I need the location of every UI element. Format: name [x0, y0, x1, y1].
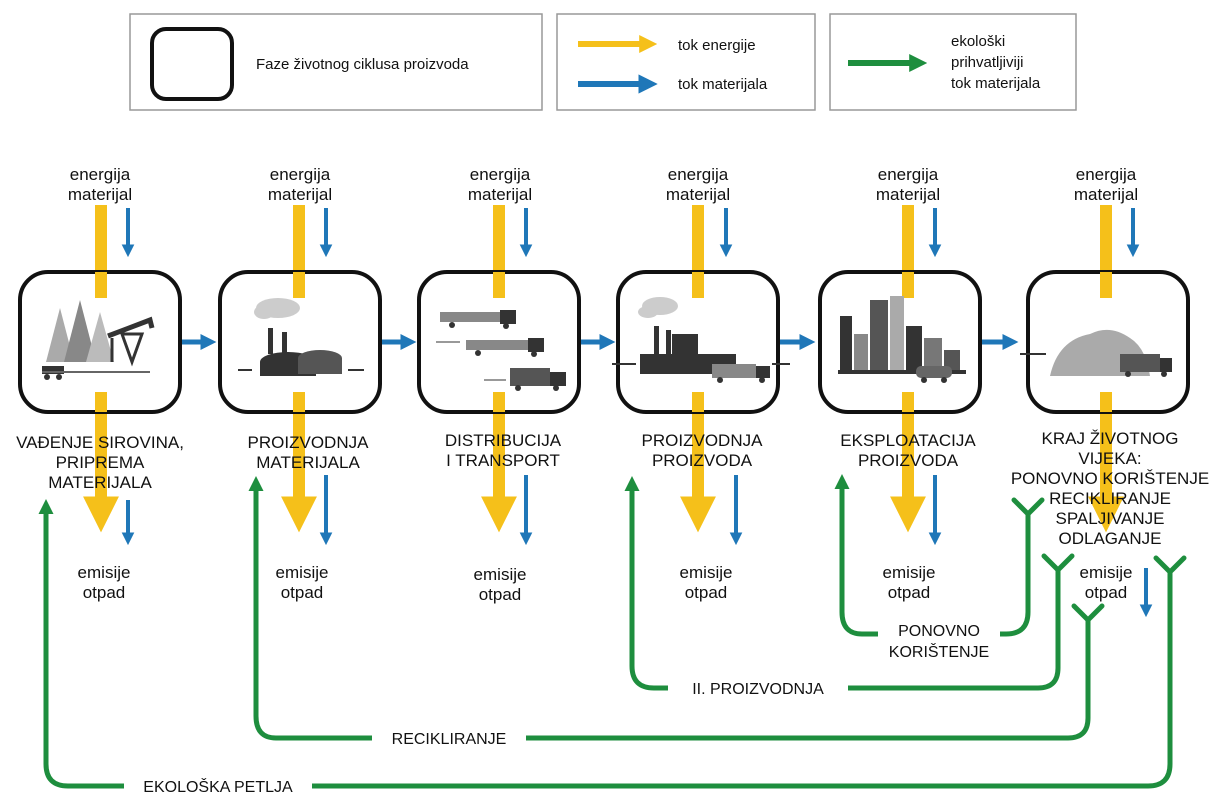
- legend-flow-box: [556, 13, 816, 111]
- second-production-loop-right: [848, 568, 1061, 691]
- eco-loop-label: EKOLOŠKA PETLJA: [143, 777, 293, 793]
- eco-loops: [38, 474, 1173, 789]
- reuse-loop-label-1: PONOVNO: [898, 623, 980, 640]
- energy-input-label-4: energija: [668, 165, 729, 184]
- waste-label-3: otpad: [479, 585, 522, 604]
- legend: Faze životnog ciklusa proizvoda tok ener…: [129, 13, 1077, 111]
- output-labels: emisije otpad emisije otpad emisije otpa…: [78, 563, 1133, 604]
- phase-5-label-line-1: EKSPLOATACIJA: [840, 431, 976, 450]
- phase-4-label-line-2: PROIZVODA: [652, 451, 753, 470]
- legend-eco-label-1: ekološki: [951, 33, 1005, 50]
- waste-label-4: otpad: [685, 583, 728, 602]
- product-factory-icon: [612, 297, 790, 383]
- reuse-loop-right: [1000, 512, 1031, 637]
- waste-label-6: otpad: [1085, 583, 1128, 602]
- phase-1-label-line-3: MATERIJALA: [48, 473, 152, 492]
- transport-trucks-icon: [436, 310, 566, 391]
- recycling-label: RECIKLIRANJE: [392, 731, 507, 748]
- phase-6-label-line-3: PONOVNO KORIŠTENJE: [1011, 469, 1209, 488]
- branch-head-reuse: [1011, 497, 1045, 518]
- phase-6-label-line-5: SPALJIVANJE: [1056, 509, 1165, 528]
- branch-head-recycling: [1071, 603, 1105, 624]
- legend-eco-label-2: prihvatljiviji: [951, 54, 1024, 71]
- emissions-label-3: emisije: [474, 565, 527, 584]
- emissions-label-4: emisije: [680, 563, 733, 582]
- phase-6-label-line-6: ODLAGANJE: [1059, 529, 1162, 548]
- energy-input-label-6: energija: [1076, 165, 1137, 184]
- waste-label-1: otpad: [83, 583, 126, 602]
- city-usage-icon: [838, 296, 966, 383]
- recycling-loop-left: [248, 476, 372, 741]
- output-material-arrows: [121, 475, 1153, 618]
- energy-input-label-5: energija: [878, 165, 939, 184]
- energy-input-label-2: energija: [270, 165, 331, 184]
- phase-labels: VAĐENJE SIROVINA, PRIPREMA MATERIJALA PR…: [16, 429, 1209, 548]
- legend-phase-symbol: [150, 27, 234, 101]
- phase-3-label-line-2: I TRANSPORT: [446, 451, 560, 470]
- material-input-label-6: materijal: [1074, 185, 1138, 204]
- legend-phase-label: Faze životnog ciklusa proizvoda: [256, 56, 469, 73]
- phase-2-label-line-2: MATERIJALA: [256, 453, 360, 472]
- branch-head-second-production: [1041, 553, 1075, 574]
- emissions-label-2: emisije: [276, 563, 329, 582]
- energy-input-label-1: energija: [70, 165, 131, 184]
- material-input-label-4: materijal: [666, 185, 730, 204]
- second-production-label: II. PROIZVODNJA: [692, 681, 824, 698]
- branch-head-eco: [1153, 555, 1187, 576]
- waste-label-2: otpad: [281, 583, 324, 602]
- legend-material-label: tok materijala: [678, 76, 768, 93]
- eco-loop-left: [38, 499, 124, 789]
- eco-loop-right: [312, 570, 1173, 789]
- waste-label-5: otpad: [888, 583, 931, 602]
- phase-1-label-line-2: PRIPREMA: [56, 453, 145, 472]
- energy-input-label-3: energija: [470, 165, 531, 184]
- phase-3-label-line-1: DISTRIBUCIJA: [445, 431, 562, 450]
- phase-4-label-line-1: PROIZVODNJA: [642, 431, 764, 450]
- material-input-label-5: materijal: [876, 185, 940, 204]
- input-labels: energija materijal energija materijal en…: [68, 165, 1138, 204]
- material-input-label-1: materijal: [68, 185, 132, 204]
- phase-6-label-line-2: VIJEKA:: [1078, 449, 1141, 468]
- recycling-loop-right: [526, 618, 1091, 741]
- phase-6-label-line-4: RECIKLIRANJE: [1049, 489, 1171, 508]
- emissions-label-6: emisije: [1080, 563, 1133, 582]
- energy-through-boxes: [95, 272, 1112, 412]
- phase-1-label-line-1: VAĐENJE SIROVINA,: [16, 433, 184, 452]
- reuse-loop-left: [834, 474, 878, 637]
- phase-5-label-line-2: PROIZVODA: [858, 451, 959, 470]
- material-input-label-3: materijal: [468, 185, 532, 204]
- emissions-label-1: emisije: [78, 563, 131, 582]
- extraction-icon: [42, 300, 155, 380]
- waste-pile-icon: [1020, 329, 1172, 377]
- reuse-loop-label-2: KORIŠTENJE: [889, 642, 989, 661]
- legend-energy-label: tok energije: [678, 37, 756, 54]
- second-production-loop-left: [624, 476, 668, 691]
- emissions-label-5: emisije: [883, 563, 936, 582]
- phase-6-label-line-1: KRAJ ŽIVOTNOG: [1042, 429, 1179, 448]
- material-factory-icon: [238, 298, 364, 376]
- eco-branch-heads: [1011, 497, 1187, 624]
- material-input-label-2: materijal: [268, 185, 332, 204]
- phase-2-label-line-1: PROIZVODNJA: [248, 433, 370, 452]
- input-material-arrows: [121, 208, 1140, 258]
- legend-eco-label-3: tok materijala: [951, 75, 1041, 92]
